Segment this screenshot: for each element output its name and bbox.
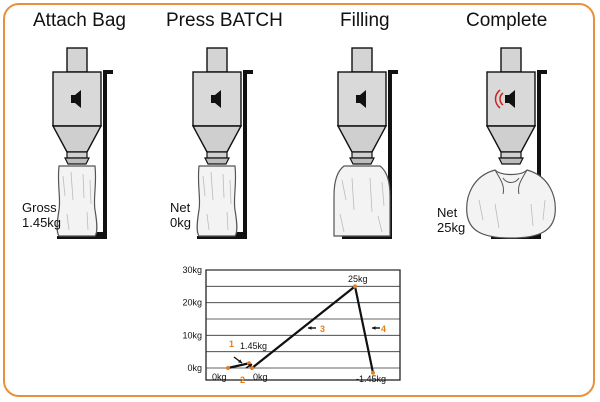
point-label: 1.45kg (240, 341, 267, 351)
machine-step-1 (52, 47, 114, 240)
reading-value: 0kg (170, 215, 191, 230)
arrow-head (372, 326, 376, 330)
point-label: 25kg (348, 274, 368, 284)
y-tick-label: 10kg (182, 330, 202, 340)
y-tick-label: 30kg (182, 265, 202, 275)
reading-label: Net (437, 205, 458, 220)
trace-point (226, 366, 230, 370)
step-title-attach-bag: Attach Bag (33, 10, 126, 31)
reading-value: 25kg (437, 220, 466, 235)
step-title-press-batch: Press BATCH (166, 10, 283, 31)
reading-label: Gross (22, 200, 57, 215)
step-title-complete: Complete (466, 10, 548, 31)
stage-number: 1 (229, 339, 234, 349)
machine-step-3 (333, 47, 399, 240)
reading-step-1: Gross 1.45kg (22, 200, 61, 230)
reading-step-2: Net 0kg (170, 200, 191, 230)
weight-chart: 0kg 10kg 20kg 30kg 1 2 3 4 0kg 1.45kg 0kg 25kg -1.… (182, 265, 401, 385)
stage-number: 3 (320, 324, 325, 334)
point-label: 0kg (253, 372, 268, 382)
chart-plot-area (205, 269, 401, 381)
bag-empty-icon (56, 165, 98, 237)
y-tick-label: 0kg (187, 363, 202, 373)
trace-point (371, 370, 375, 375)
bag-empty-icon (196, 165, 238, 237)
reading-value: 1.45kg (22, 215, 62, 230)
step-title-filling: Filling (340, 10, 390, 31)
stage-number: 4 (381, 324, 386, 334)
bag-filling-icon (333, 165, 391, 237)
trace-point (353, 284, 357, 289)
reading-label: Net (170, 200, 191, 215)
arrow-head (308, 326, 312, 330)
point-label: -1.45kg (356, 374, 386, 384)
point-label: 0kg (212, 372, 227, 382)
speaker-sounding-icon (494, 89, 515, 109)
chart-grid (206, 269, 400, 369)
chart-arrows: 1 2 3 4 (229, 324, 386, 385)
bag-full-icon (466, 169, 556, 239)
reading-step-4: Net 25kg (437, 205, 465, 235)
machine-step-2 (192, 47, 254, 240)
trace-point (250, 366, 254, 370)
chart-point-labels: 0kg 1.45kg 0kg 25kg -1.45kg (212, 274, 386, 384)
arrow-head (238, 359, 242, 363)
y-tick-label: 20kg (182, 298, 202, 308)
arrow-head (248, 364, 252, 368)
chart-y-ticks: 0kg 10kg 20kg 30kg (182, 265, 202, 373)
stage-number: 2 (240, 375, 245, 385)
machine-step-4 (466, 47, 556, 240)
